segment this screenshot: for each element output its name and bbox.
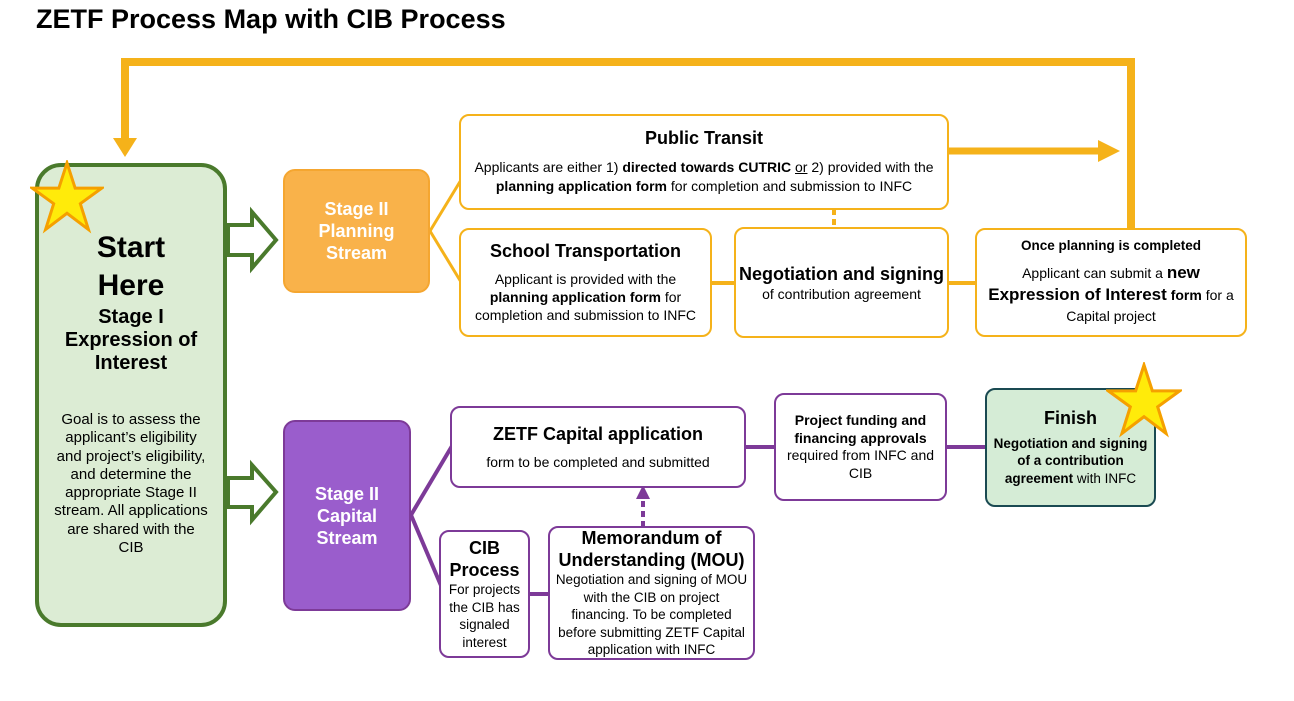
mou-box: Memorandum of Understanding (MOU) Negoti…: [548, 526, 755, 660]
goal-text: Goal is to assess the applicant’s eligib…: [54, 411, 208, 557]
cib-process-box: CIB Process For projects the CIB has sig…: [439, 530, 530, 658]
once-planning-box: Once planning is completed Applicant can…: [975, 228, 1247, 337]
cib-process-text: For projects the CIB has signaled intere…: [448, 582, 521, 650]
cib-process-heading: CIB Process: [449, 538, 520, 580]
transit-exit-arrowhead: [1098, 140, 1120, 162]
loop-back-arrowhead: [113, 138, 137, 157]
capital-stream-box: Stage II Capital Stream: [283, 420, 411, 611]
zetf-capital-box: ZETF Capital application form to be comp…: [450, 406, 746, 488]
negotiation-box: Negotiation and signing of contribution …: [734, 227, 949, 338]
start-label: Start: [96, 231, 166, 264]
stage-one-label: Stage I Expression of Interest: [64, 306, 198, 374]
negotiation-subtext: of contribution agreement: [762, 285, 921, 302]
zetf-capital-heading: ZETF Capital application: [492, 424, 703, 444]
start-star-icon: [30, 160, 104, 234]
dashed-mou-arrowhead: [636, 485, 650, 499]
zetf-capital-subtext: form to be completed and submitted: [486, 454, 710, 470]
finish-box: Finish Negotiation and signing of a cont…: [985, 388, 1156, 507]
school-transportation-text: Applicant is provided with the planning …: [475, 271, 696, 323]
hollow-arrow-to-capital: [226, 459, 279, 526]
finish-star-icon: [1106, 362, 1182, 438]
public-transit-text: Applicants are either 1) directed toward…: [474, 159, 934, 194]
capital-stream-label: Stage II Capital Stream: [314, 483, 380, 548]
finish-heading: Finish: [1044, 407, 1097, 428]
project-funding-text: Project funding and financing approvals …: [786, 412, 935, 481]
page-title: ZETF Process Map with CIB Process: [36, 4, 506, 34]
school-transportation-box: School Transportation Applicant is provi…: [459, 228, 712, 337]
public-transit-box: Public Transit Applicants are either 1) …: [459, 114, 949, 210]
once-planning-text: Applicant can submit a new Expression of…: [988, 263, 1234, 324]
once-planning-heading: Once planning is completed: [1020, 238, 1202, 253]
public-transit-heading: Public Transit: [644, 128, 764, 148]
start-here-box: Start Here Stage I Expression of Interes…: [35, 163, 227, 627]
school-transportation-heading: School Transportation: [489, 241, 681, 261]
capital-fork-upper: [409, 444, 454, 517]
mou-heading: Memorandum of Understanding (MOU): [558, 528, 745, 571]
planning-fork-lower: [428, 230, 463, 283]
project-funding-box: Project funding and financing approvals …: [774, 393, 947, 501]
mou-text: Negotiation and signing of MOU with the …: [555, 572, 748, 658]
finish-text: Negotiation and signing of a contributio…: [993, 435, 1148, 486]
planning-stream-box: Stage II Planning Stream: [283, 169, 430, 293]
negotiation-heading: Negotiation and signing: [739, 263, 944, 284]
here-label: Here: [97, 269, 165, 302]
planning-stream-label: Stage II Planning Stream: [318, 199, 395, 263]
planning-fork-upper: [428, 179, 463, 232]
hollow-arrow-to-planning: [226, 206, 279, 274]
loop-back-arrow: [121, 58, 1135, 232]
